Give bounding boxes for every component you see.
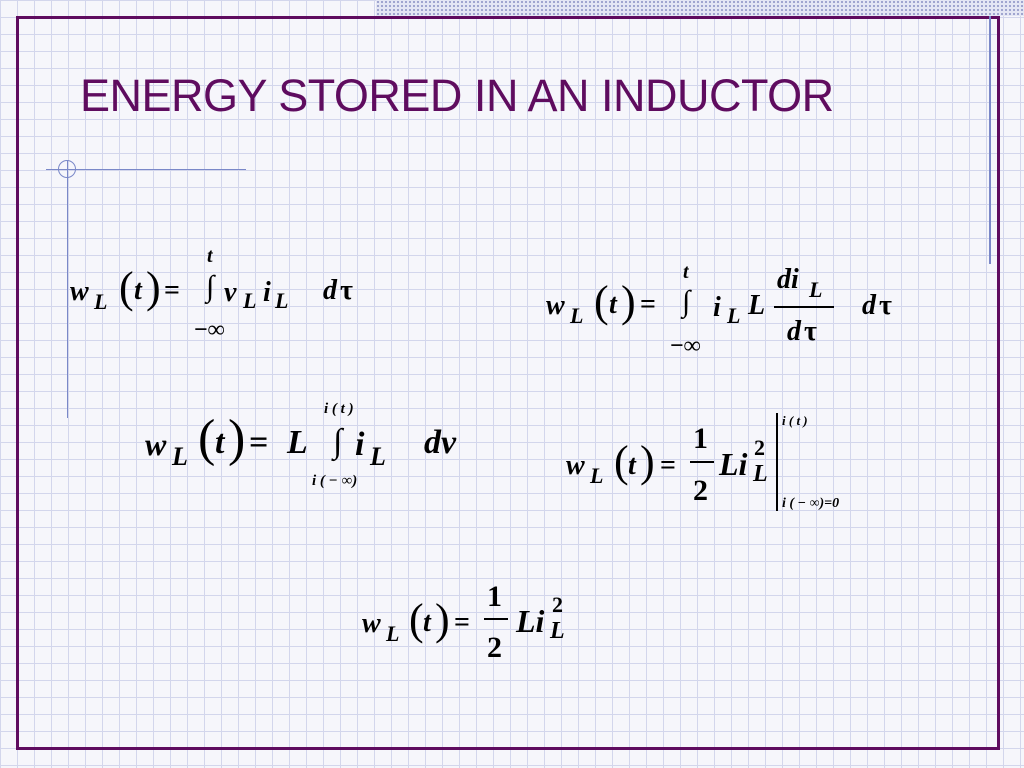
eq2-numerator-di: di [777,264,799,295]
eq3-i-subscript: L [370,442,386,471]
eq2-i-subscript: L [727,303,741,328]
eq3-upper-limit: i ( t ) [324,401,354,417]
eq5-w: w [362,608,381,639]
eq3-w-subscript: L [172,442,188,471]
eq4-i-subscript: L [753,461,768,487]
eq5-left-paren: ( [409,595,424,644]
eq1-lower-limit: −∞ [194,317,225,343]
eq2-t: t [609,289,617,320]
eq4-w: w [566,450,585,481]
eq1-left-paren: ( [119,263,134,312]
eq5-fraction-bar [484,618,508,620]
eq2-w-subscript: L [570,303,584,328]
eq4-fraction-bar [690,461,714,463]
eq3-left-paren: ( [198,410,216,467]
eq5-right-paren: ) [435,595,450,644]
eq1-v: v [224,277,237,308]
eq1-upper-limit: t [207,245,213,267]
eq3-right-paren: ) [228,410,246,467]
decor-horizontal-line [46,169,246,170]
eq3-lower-limit: i ( − ∞) [312,473,358,489]
eq1-w-subscript: L [94,289,108,314]
top-dotted-band [376,0,1024,16]
eq3-integral: ∫ [333,423,343,460]
eq4-Li: Li [719,446,748,482]
eq2-right-paren: ) [621,277,636,326]
eq1-v-subscript: L [243,288,257,313]
eq2-i: i [713,292,721,323]
eq5-superscript: 2 [552,592,563,617]
eq5-w-subscript: L [386,621,400,646]
slide-frame [16,16,1000,750]
eq1-equals: = [164,275,180,306]
eq2-L: L [748,290,766,321]
eq4-lower-limit: i ( − ∞)=0 [782,496,840,511]
eq4-superscript: 2 [754,435,765,460]
eq5-Li: Li [516,603,545,639]
eq2-denominator-tau: τ [804,316,817,347]
eq5-equals: = [454,607,470,638]
eq4-denominator: 2 [693,474,708,507]
eq4-evaluation-bar [776,413,778,511]
eq3-dv: dv [424,424,457,461]
eq2-lower-limit: −∞ [670,333,701,359]
eq4-upper-limit: i ( t ) [782,413,808,428]
eq2-denominator-d: d [787,316,801,347]
eq5-i-subscript: L [550,618,565,644]
eq2-equals: = [640,289,656,320]
eq1-i: i [263,277,271,308]
eq2-numerator-subscript: L [809,277,823,302]
eq4-equals: = [660,450,676,481]
eq3-t: t [215,424,225,461]
eq2-fraction-bar [774,306,834,308]
eq3-L: L [287,424,308,461]
eq2-w: w [546,290,565,321]
decor-right-line [989,16,991,264]
eq2-upper-limit: t [683,261,689,283]
eq4-t: t [628,450,636,481]
eq1-d: d [323,275,337,306]
eq4-numerator: 1 [693,422,708,455]
eq1-i-subscript: L [275,288,289,313]
eq4-left-paren: ( [614,437,629,486]
eq3-i: i [355,426,365,463]
eq2-integral: ∫ [682,285,691,318]
slide-title: ENERGY STORED IN AN INDUCTOR [80,70,834,121]
decor-circle-icon [58,160,76,178]
eq4-w-subscript: L [590,463,604,488]
eq2-tau: τ [879,290,892,321]
eq1-integral: ∫ [206,270,215,303]
decor-vertical-line [67,160,68,418]
eq5-denominator: 2 [487,631,502,664]
eq1-w: w [70,276,89,307]
eq3-equals: = [249,424,269,461]
eq5-numerator: 1 [487,580,502,613]
eq1-tau: τ [340,275,353,306]
eq3-w: w [145,426,167,462]
eq1-t: t [134,275,142,306]
eq2-d: d [862,290,876,321]
eq5-t: t [423,607,431,638]
eq1-right-paren: ) [146,263,161,312]
eq4-right-paren: ) [640,437,655,486]
eq2-left-paren: ( [594,277,609,326]
